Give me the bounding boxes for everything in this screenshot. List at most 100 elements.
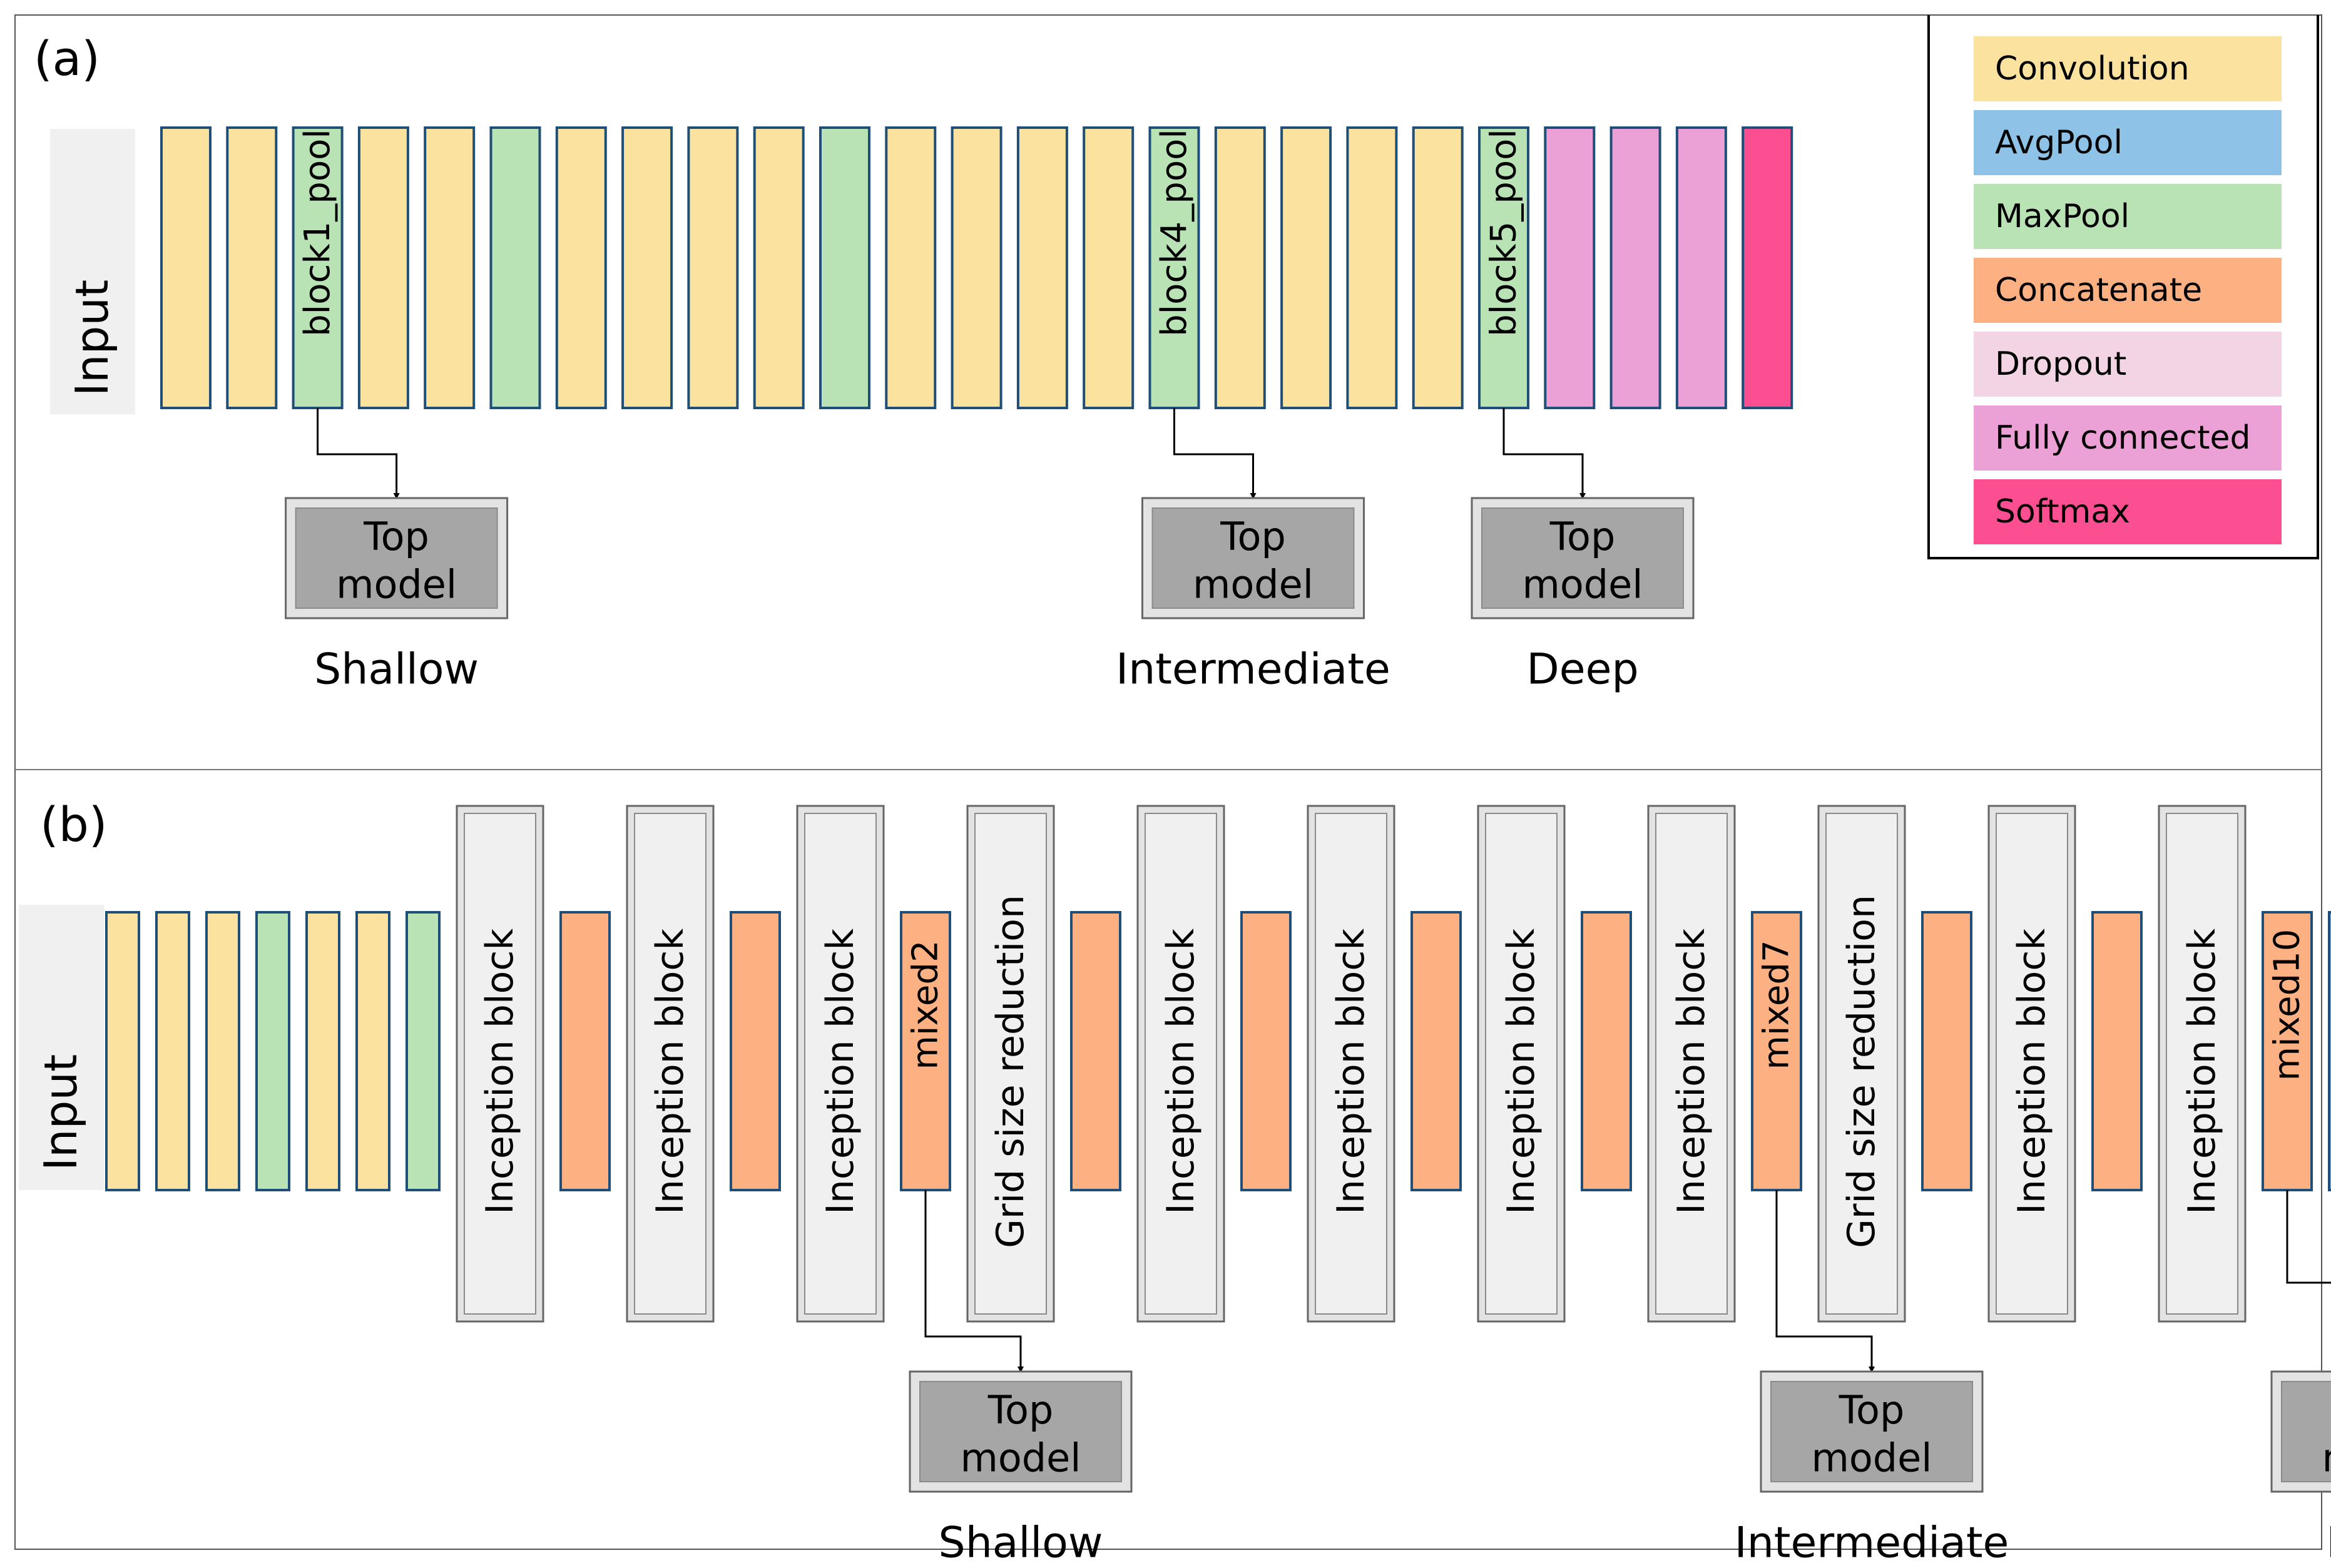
block-conv: [205, 911, 240, 1191]
layer-softmax: [1742, 126, 1793, 409]
layer-conv: [226, 126, 278, 409]
top-model-caption: Intermediate: [1735, 1519, 2009, 1568]
connector-arrow: [924, 1190, 1024, 1373]
panel-b-input-box: [19, 905, 104, 1190]
layer-maxpool: [819, 126, 870, 409]
block-conv: [355, 911, 390, 1191]
legend-item-fc: Fully connected: [1974, 405, 2282, 471]
big-block: Inception block: [2158, 805, 2247, 1323]
layer-maxpool: [292, 126, 344, 409]
big-block-face: [1315, 813, 1387, 1315]
panel-a-input-box: [50, 129, 135, 414]
big-block-face: [1655, 813, 1728, 1315]
outer-frame: [14, 14, 2322, 1550]
panel-a-top-models: TopmodelShallowTopmodelIntermediateTopmo…: [285, 408, 1695, 695]
legend-item-softmax: Softmax: [1974, 479, 2282, 544]
block-label: mixed2: [905, 940, 946, 1069]
block-concat: [1240, 911, 1292, 1191]
block-maxpool: [255, 911, 290, 1191]
block-conv: [155, 911, 190, 1191]
legend-swatch: [1974, 110, 2282, 175]
top-model-text-line2: model: [1193, 562, 1313, 608]
big-block: Inception block: [1647, 805, 1736, 1323]
legend-label: Concatenate: [1995, 272, 2202, 309]
top-model-text-line1: Top: [1549, 514, 1616, 559]
top-model-text-line1: Top: [987, 1387, 1054, 1433]
legend-frame: [1927, 15, 2319, 559]
block-concat: [1410, 911, 1462, 1191]
top-model-caption: Deep: [1526, 645, 1638, 695]
big-block-label: Inception block: [478, 929, 522, 1214]
legend-label: Dropout: [1995, 345, 2126, 383]
legend-label: Fully connected: [1995, 419, 2251, 457]
layer-conv: [1016, 126, 1068, 409]
big-block: Inception block: [456, 805, 544, 1323]
big-block-label: Inception block: [1329, 929, 1373, 1214]
top-model-text-line1: Top: [363, 514, 429, 559]
top-model-text-line2: model: [960, 1435, 1081, 1481]
block-concat: [900, 911, 951, 1191]
big-block-face: [464, 813, 536, 1315]
big-block-face: [1996, 813, 2068, 1315]
panel-b-input-label: Input: [34, 1054, 87, 1171]
top-model-caption: Deep: [2326, 1519, 2331, 1568]
connector-arrow: [2286, 1190, 2331, 1284]
big-block-face: [1825, 813, 1898, 1315]
legend: ConvolutionAvgPoolMaxPoolConcatenateDrop…: [1927, 15, 2319, 559]
panel-b-blocks: Inception block Inception block Inception …: [105, 805, 2331, 1323]
block-avgpool: [2328, 911, 2331, 1191]
layer-fc: [1675, 126, 1727, 409]
top-model-box-face: [295, 507, 498, 609]
layer-conv: [424, 126, 476, 409]
big-block-label: Inception block: [2180, 929, 2224, 1214]
big-block-label: Inception block: [1499, 929, 1543, 1214]
big-block-label: Inception block: [819, 929, 862, 1214]
big-block: Inception block: [1987, 805, 2076, 1323]
layer-conv: [160, 126, 212, 409]
block-concat: [1581, 911, 1632, 1191]
panel-b-top-models: TopmodelShallowTopmodelIntermediateTopmo…: [909, 1190, 2331, 1568]
layer-conv: [555, 126, 607, 409]
layer-conv: [1280, 126, 1332, 409]
block-label: mixed7: [1757, 940, 1797, 1069]
top-model-box-face: [2281, 1381, 2331, 1482]
top-model-box-face: [1770, 1381, 1973, 1482]
block-concat: [730, 911, 781, 1191]
top-model-text-line2: model: [1522, 562, 1643, 608]
block-concat: [559, 911, 611, 1191]
block-conv: [105, 911, 140, 1191]
layer-conv: [951, 126, 1002, 409]
layer-conv: [885, 126, 937, 409]
big-block-face: [1145, 813, 1217, 1315]
legend-label: Convolution: [1995, 50, 2190, 88]
layer-conv: [1214, 126, 1266, 409]
legend-item-avgpool: AvgPool: [1974, 110, 2282, 175]
big-block: Grid size reduction: [1817, 805, 1906, 1323]
layer-fc: [1609, 126, 1661, 409]
legend-swatch: [1974, 184, 2282, 249]
top-model-box-face: [1481, 507, 1684, 609]
top-model-text-line2: model: [2322, 1435, 2331, 1481]
layer-conv: [1412, 126, 1464, 409]
panel-b-letter: (b): [40, 797, 108, 852]
connector-arrow: [1775, 1190, 1875, 1373]
legend-item-maxpool: MaxPool: [1974, 184, 2282, 249]
block-concat: [1921, 911, 1972, 1191]
layer-maxpool: [489, 126, 541, 409]
connector-arrow: [1502, 408, 1586, 499]
legend-swatch: [1974, 405, 2282, 471]
legend-swatch: [1974, 258, 2282, 323]
big-block: Inception block: [626, 805, 715, 1323]
big-block-label: Inception block: [1159, 929, 1203, 1214]
big-block: Inception block: [1477, 805, 1566, 1323]
legend-item-conv: Convolution: [1974, 36, 2282, 101]
block-concat: [1070, 911, 1121, 1191]
layer-conv: [1346, 126, 1398, 409]
